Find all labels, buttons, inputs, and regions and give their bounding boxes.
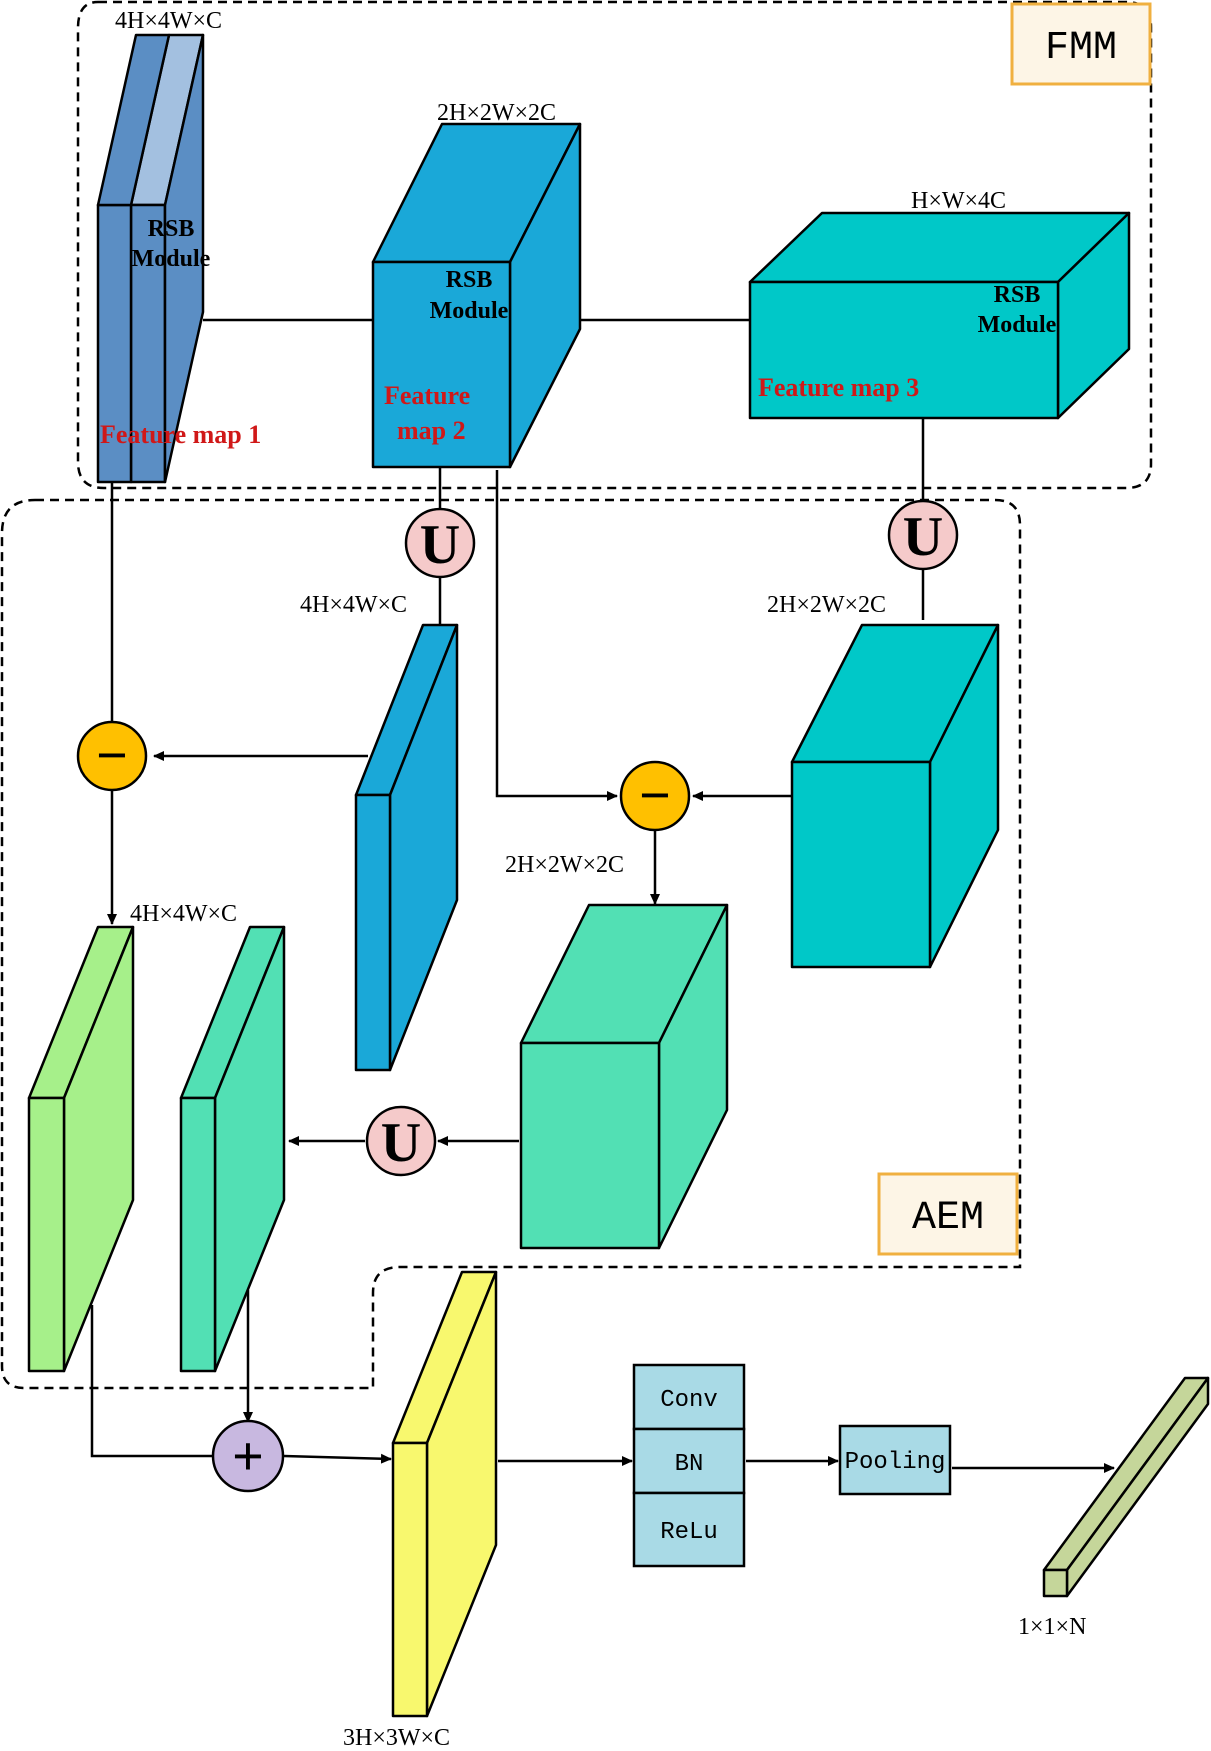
fused-map-block xyxy=(391,1270,498,1718)
upsample-symbol: U xyxy=(420,514,460,576)
add-node: + xyxy=(211,1419,285,1493)
dim-fm1: 4H×4W×C xyxy=(115,8,222,34)
upsampled-map-2-block xyxy=(354,623,459,1072)
rsb-label-2: RSB xyxy=(446,267,493,293)
rsb-label-3: RSB xyxy=(994,282,1041,308)
upsampled-map-3-block xyxy=(790,623,1000,969)
relu-label: ReLu xyxy=(660,1519,718,1546)
conv-label: Conv xyxy=(660,1387,718,1414)
aem-boundary xyxy=(0,498,1022,1390)
feature-map-1-label: Feature map 1 xyxy=(100,420,261,449)
add-symbol: + xyxy=(232,1426,264,1488)
module-label-2: Module xyxy=(430,298,509,324)
feature-map-2-block xyxy=(371,122,582,469)
conv-box xyxy=(632,1363,746,1431)
aem-label: AEM xyxy=(912,1196,984,1241)
bn-box xyxy=(632,1427,746,1495)
dim-output: 1×1×N xyxy=(1018,1614,1086,1640)
dim-up3: 2H×2W×2C xyxy=(767,592,886,618)
rsb-label-1: RSB xyxy=(148,216,195,242)
pooling-box: Pooling xyxy=(838,1424,952,1496)
dim-fused: 3H×3W×C xyxy=(343,1725,450,1751)
aem-label-box: AEM xyxy=(877,1172,1019,1256)
feature-map-3-label: Feature map 3 xyxy=(758,373,919,402)
connectors xyxy=(90,318,1115,1473)
dim-fm2: 2H×2W×2C xyxy=(437,100,556,126)
feature-map-2-label-line2: map 2 xyxy=(397,416,466,445)
module-label-1: Module xyxy=(132,246,211,272)
feature-map-1-block xyxy=(96,33,205,484)
feature-map-3-block xyxy=(748,211,1131,420)
upsample-symbol: U xyxy=(381,1112,421,1174)
upsample-node-fm2: U xyxy=(404,507,476,579)
fmm-label: FMM xyxy=(1045,26,1117,71)
output-vector-block xyxy=(1042,1376,1210,1598)
subtract-symbol: − xyxy=(639,765,671,827)
pooling-label: Pooling xyxy=(845,1449,946,1476)
fmm-label-box: FMM xyxy=(1010,2,1152,86)
edge-map-1-block xyxy=(27,925,135,1373)
feature-map-2-label-line1: Feature xyxy=(384,381,470,410)
dim-fm3: H×W×4C xyxy=(911,188,1006,214)
bn-label: BN xyxy=(675,1451,704,1478)
subtract-symbol: − xyxy=(96,725,128,787)
module-label-3: Module xyxy=(978,312,1057,338)
upsample-symbol: U xyxy=(903,506,943,568)
dim-up2: 4H×4W×C xyxy=(300,592,407,618)
subtract-node-1: − xyxy=(76,720,148,792)
upsample-node-diff: U xyxy=(365,1105,437,1177)
conv-bn-relu-stack: Conv BN ReLu xyxy=(632,1363,746,1568)
dim-edge1: 4H×4W×C xyxy=(130,901,237,927)
subtract-node-2: − xyxy=(619,760,691,832)
upsample-node-fm3: U xyxy=(887,499,959,571)
dim-diff23: 2H×2W×2C xyxy=(505,852,624,878)
difference-map-23-block xyxy=(519,903,729,1250)
edge-map-2-block xyxy=(179,925,286,1373)
relu-box xyxy=(632,1491,746,1568)
